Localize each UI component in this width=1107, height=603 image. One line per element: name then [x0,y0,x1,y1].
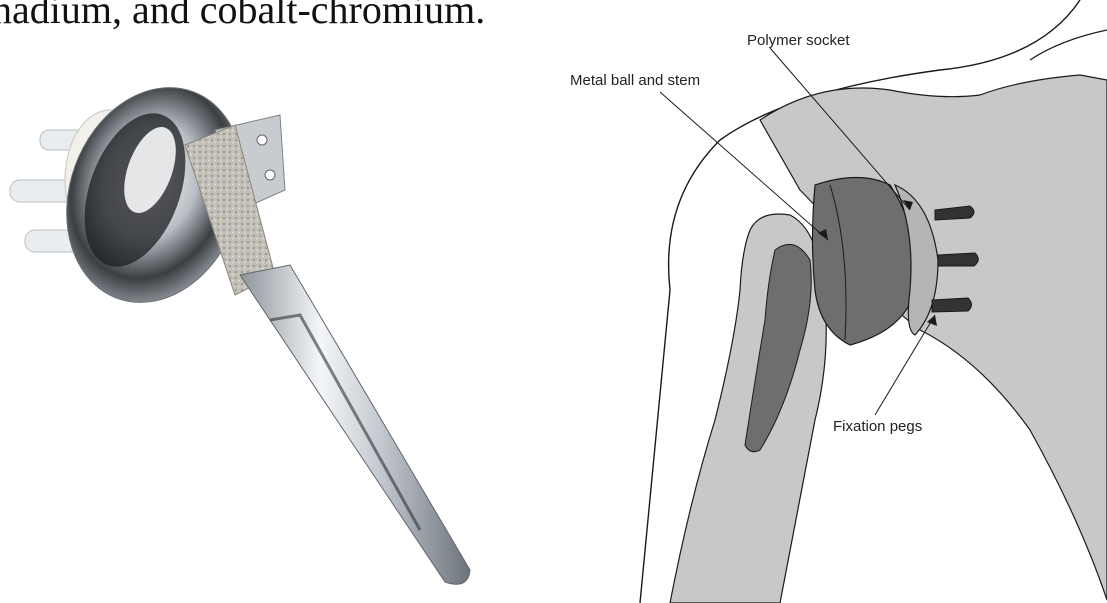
implant-photo [0,60,520,600]
label-fixation-pegs: Fixation pegs [833,418,922,435]
fixation-peg-2 [938,253,978,266]
label-metal-ball-stem: Metal ball and stem [570,72,700,89]
implant-stem [240,265,470,584]
caption-text: nadium, and cobalt-chromium. [0,0,485,33]
fixation-peg-3 [932,298,972,312]
label-polymer-socket: Polymer socket [747,32,850,49]
metal-ball [813,178,916,346]
shoulder-diagram [560,0,1107,603]
